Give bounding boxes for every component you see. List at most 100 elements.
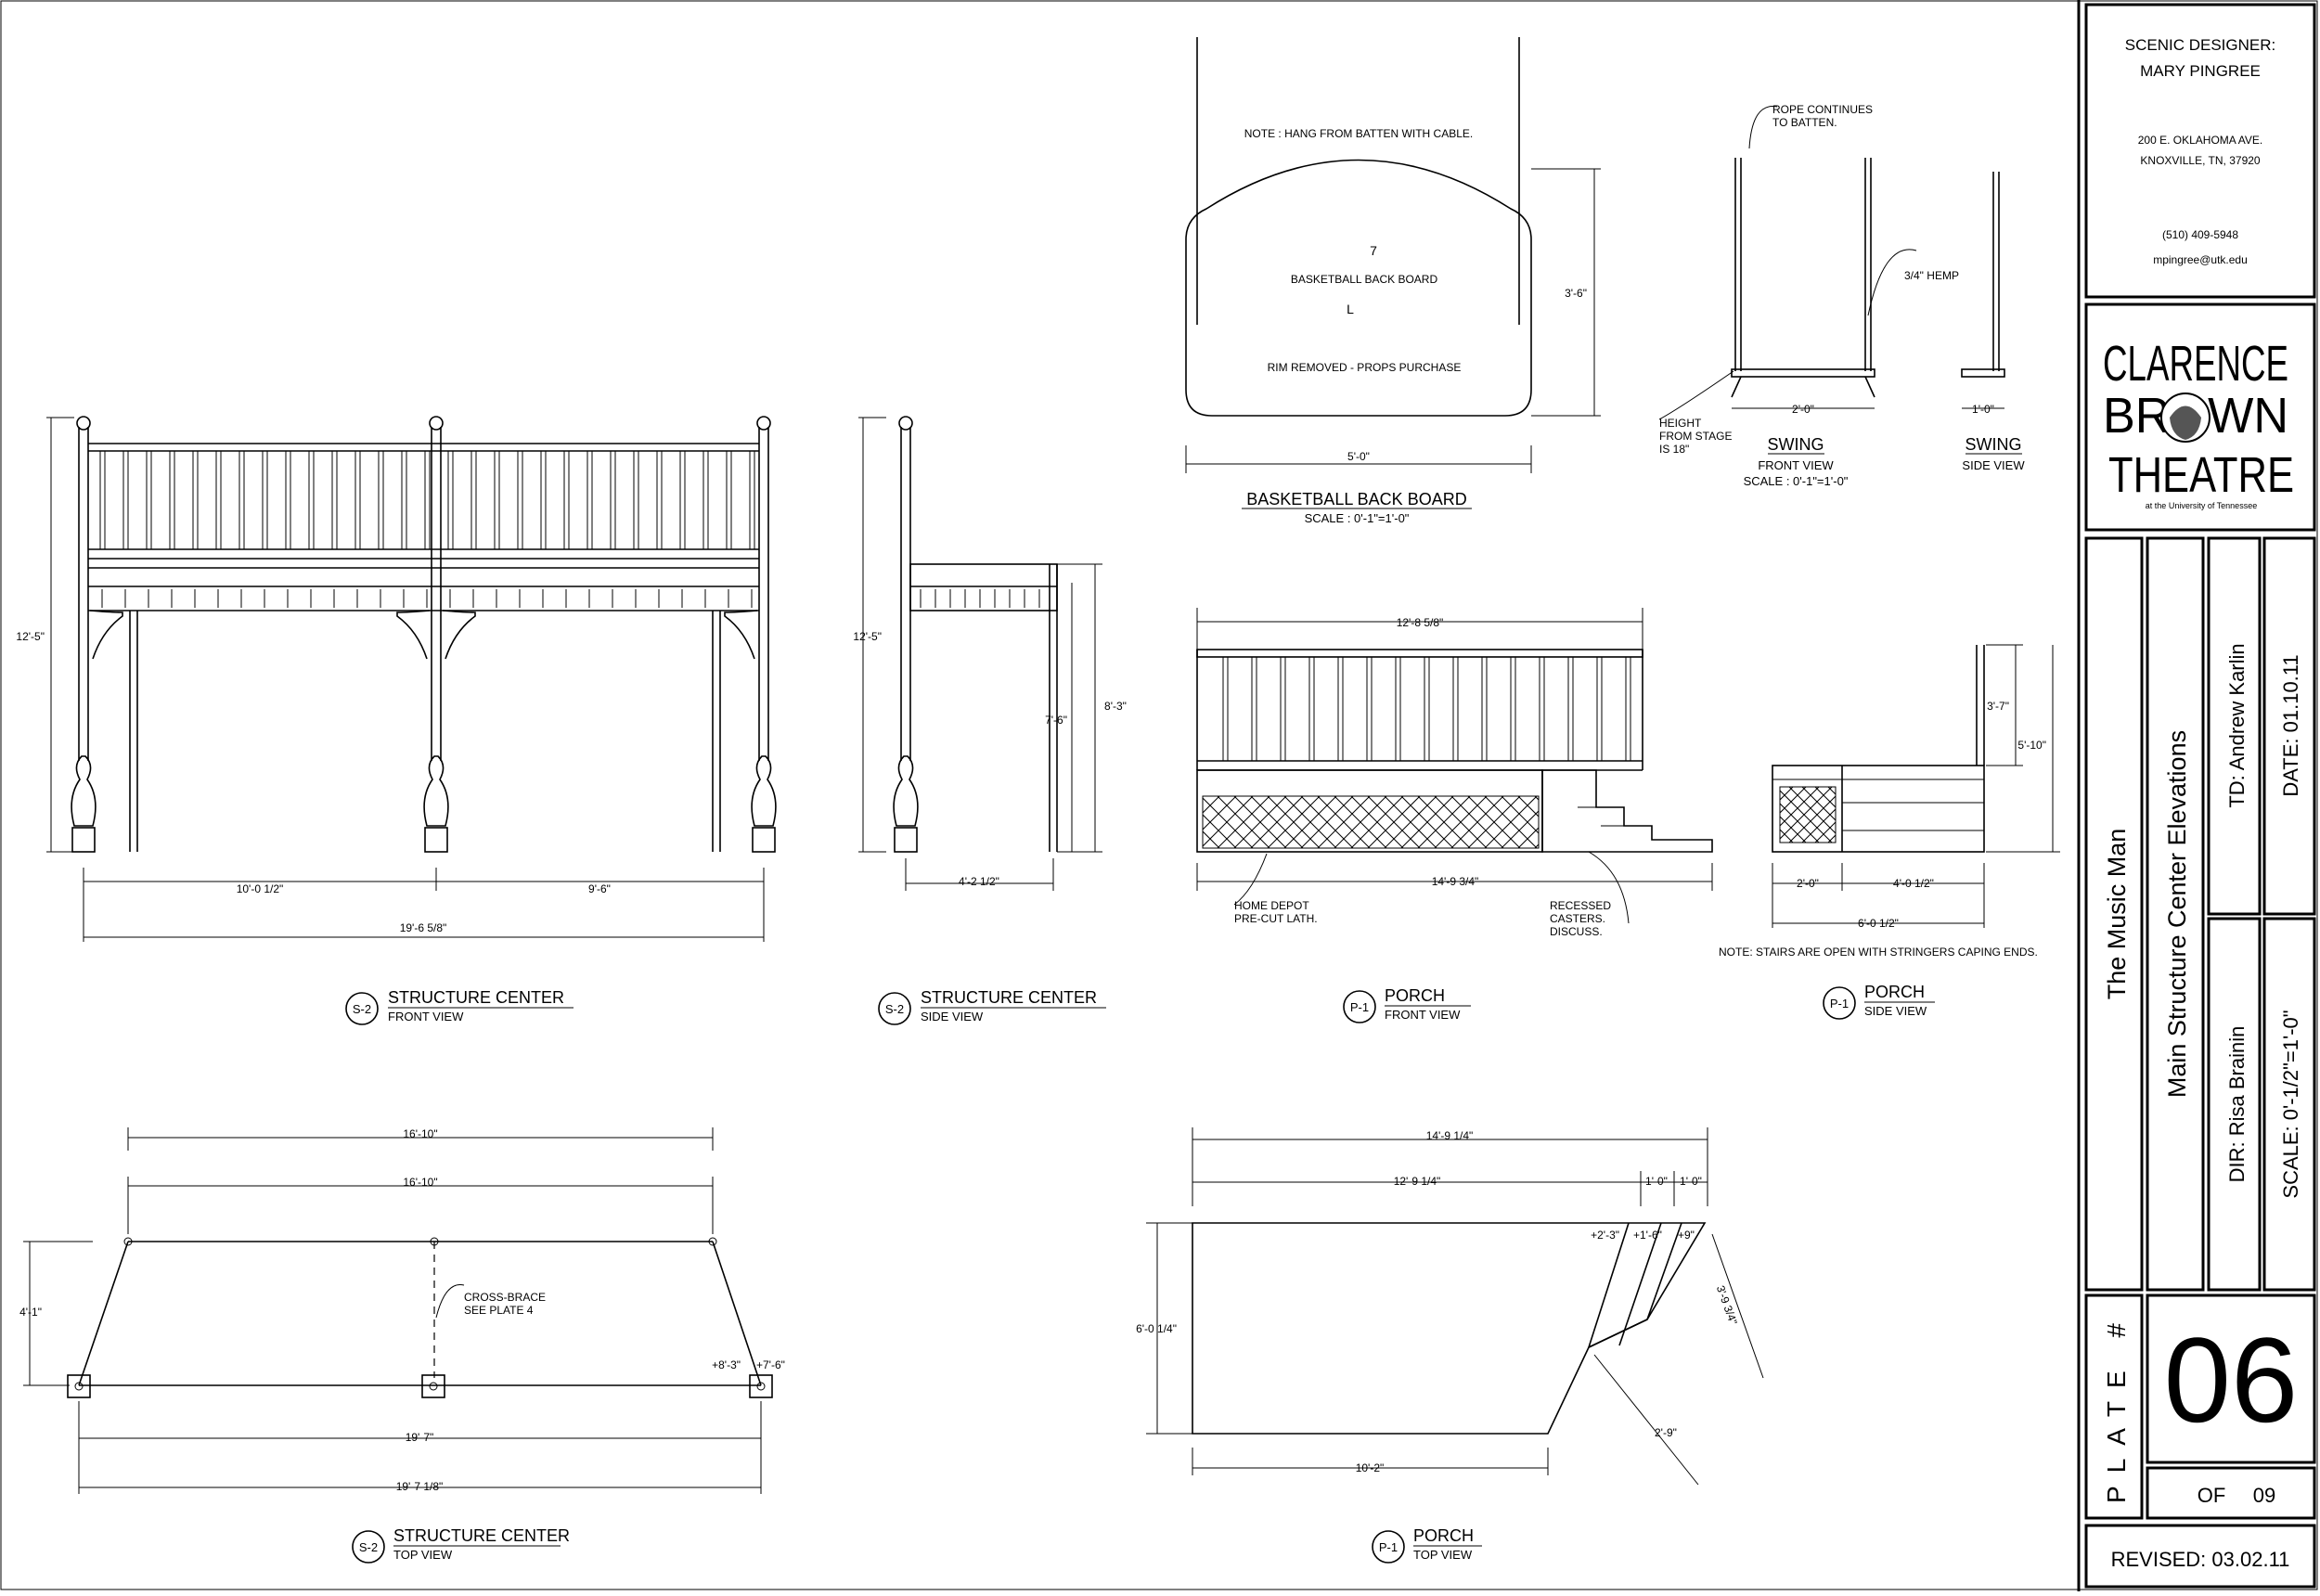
drawing-title: Main Structure Center Elevations	[2163, 730, 2191, 1098]
view-tag: P-1	[1350, 1000, 1369, 1014]
dim-sc-front-total: 19'-6 5/8"	[400, 921, 447, 934]
drawing-line	[1880, 787, 1936, 843]
drawing-line	[1780, 787, 1794, 801]
note-lath-1: HOME DEPOT	[1234, 899, 1309, 912]
dim-pt-e1: +2'-3"	[1591, 1229, 1619, 1242]
note-hemp: 3/4" HEMP	[1904, 269, 1959, 282]
theatre-logo: CLARENCE BROWN THEATRE at the University…	[2103, 336, 2294, 510]
drawing-line	[1250, 796, 1304, 848]
dim-pt-e2: +1'-6"	[1633, 1229, 1662, 1242]
drawing-line	[1880, 787, 1936, 843]
title-block: SCENIC DESIGNER: MARY PINGREE 200 E. OKL…	[2077, 0, 2316, 1591]
note-rim: RIM REMOVED - PROPS PURCHASE	[1268, 361, 1462, 374]
drawing-line	[1780, 829, 1794, 843]
view-title: PORCH	[1864, 983, 1925, 1001]
post-finial	[76, 416, 91, 431]
dim-sc-top-w1: 16'-10"	[403, 1127, 437, 1140]
label-porch-top: P-1 PORCH TOP VIEW	[1372, 1526, 1482, 1564]
show-title: The Music Man	[2103, 829, 2131, 1000]
note-rope-2: TO BATTEN.	[1772, 116, 1837, 129]
address-line-2: KNOXVILLE, TN, 37920	[2140, 154, 2261, 167]
view-subtitle: SCALE : 0'-1"=1'-0"	[1305, 511, 1410, 525]
logo-line-1: CLARENCE	[2103, 336, 2288, 392]
drawing-line	[1517, 796, 1539, 817]
dim-pt-bottom: 10'-2"	[1356, 1461, 1385, 1474]
label-sc-top: S-2 STRUCTURE CENTER TOP VIEW	[352, 1526, 570, 1564]
note-stairs: NOTE: STAIRS ARE OPEN WITH STRINGERS CAP…	[1719, 946, 2038, 959]
dim-pt-s2: 1'-0"	[1680, 1175, 1702, 1188]
note-hang: NOTE : HANG FROM BATTEN WITH CABLE.	[1244, 127, 1473, 140]
drawing-line	[1484, 796, 1538, 848]
drawing-line	[1317, 796, 1371, 848]
view-subtitle: TOP VIEW	[1413, 1548, 1473, 1562]
drawing-line	[1854, 787, 1910, 843]
designer-name: MARY PINGREE	[2140, 62, 2261, 80]
note-casters-3: DISCUSS.	[1550, 925, 1603, 938]
date: DATE: 01.10.11	[2279, 654, 2302, 796]
drawing-line	[1467, 796, 1521, 848]
drawing-line	[1203, 796, 1254, 847]
drawing-line	[1267, 796, 1321, 848]
drawing-line	[1450, 796, 1504, 848]
logo-line-3: THEATRE	[2108, 447, 2294, 503]
dim-pt-diag1: 3'-9 3/4"	[1714, 1283, 1740, 1326]
drawing-line	[1854, 787, 1910, 843]
of-label: OF	[2198, 1484, 2226, 1507]
label-sc-front: S-2 STRUCTURE CENTER FRONT VIEW	[345, 988, 574, 1025]
dim-porch-side-h2: 5'-10"	[2017, 739, 2046, 752]
email: mpingree@utk.edu	[2153, 253, 2248, 266]
note-brace-1: CROSS-BRACE	[464, 1291, 546, 1304]
view-title: SWING	[1768, 435, 1824, 454]
dim-porch-w: 14'-9 3/4"	[1432, 875, 1479, 888]
drawing-line	[1203, 847, 1204, 848]
drawing-line	[1780, 787, 1781, 788]
drawing-line	[1841, 787, 1897, 843]
dim-pt-d: 6'-0 1/4"	[1136, 1322, 1177, 1335]
address-line-1: 200 E. OKLAHOMA AVE.	[2138, 134, 2263, 147]
view-title: STRUCTURE CENTER	[921, 988, 1097, 1007]
dim-sc-front-height: 12'-5"	[16, 630, 45, 643]
drawing-line	[1203, 796, 1204, 797]
drawing-line	[1568, 796, 1620, 848]
note-casters-1: RECESSED	[1550, 899, 1611, 912]
dim-sc-side-h2: 7'-6"	[1045, 714, 1067, 727]
structure-center-side-view: 12'-5" 7'-6" 8'-3" 4'-2 1/2"	[853, 416, 1127, 891]
note-rope-1: ROPE CONTINUES	[1772, 103, 1873, 116]
dim-sc-top-b2: 19'-7 1/8"	[396, 1480, 444, 1493]
label-porch-side: P-1 PORCH SIDE VIEW	[1823, 983, 1935, 1020]
drawing-line	[1788, 795, 1836, 843]
view-title: STRUCTURE CENTER	[393, 1526, 570, 1545]
drawing-line	[1827, 834, 1836, 843]
drawing-line	[1300, 796, 1354, 848]
view-subtitle: FRONT VIEW	[1758, 458, 1834, 472]
note-lath-2: PRE-CUT LATH.	[1234, 912, 1318, 925]
drawing-line	[1203, 796, 1237, 830]
drawing-line	[1203, 796, 1220, 814]
drawing-line	[1217, 796, 1270, 848]
note-backboard: BASKETBALL BACK BOARD	[1291, 273, 1438, 286]
view-subtitle: SIDE VIEW	[921, 1010, 984, 1023]
view-title: PORCH	[1385, 986, 1445, 1005]
logo-subtitle: at the University of Tennessee	[2146, 501, 2257, 510]
swing-front-view: ROPE CONTINUES TO BATTEN. 3/4" HEMP HEIG…	[1658, 103, 1959, 488]
view-tag: S-2	[885, 1002, 904, 1016]
dim-sc-side-w: 4'-2 1/2"	[959, 875, 999, 888]
porch-top-view: +2'-3" +1'-6" +9" 14'-9 1/4" 12'-9 1/4" …	[1136, 1127, 1764, 1486]
drawing-line	[1400, 796, 1454, 848]
dim-sc-top-e1: +8'-3"	[712, 1358, 741, 1371]
td-credit: TD: Andrew Karlin	[2225, 643, 2249, 807]
drawing-line	[1814, 821, 1836, 843]
drawing-line	[1780, 787, 1807, 814]
drawing-line	[1350, 796, 1404, 848]
dim-pt-diag2: 2'-9"	[1655, 1426, 1677, 1439]
label-sc-side: S-2 STRUCTURE CENTER SIDE VIEW	[878, 988, 1106, 1025]
dim-sc-top-b1: 19'-7"	[406, 1431, 434, 1444]
drawing-line	[1801, 808, 1836, 843]
drawing-line	[1867, 787, 1923, 843]
dim-porch-side-h1: 3'-7"	[1987, 700, 2009, 713]
dim-sc-top-d: 4'-1"	[19, 1306, 42, 1319]
drawing-line	[1841, 787, 1897, 843]
structure-center-front-view: 12'-5" 10'-0 1/2" 9'-6" 19'-6 5/8"	[16, 416, 777, 942]
plate-label: PLATE #	[2102, 1310, 2131, 1503]
